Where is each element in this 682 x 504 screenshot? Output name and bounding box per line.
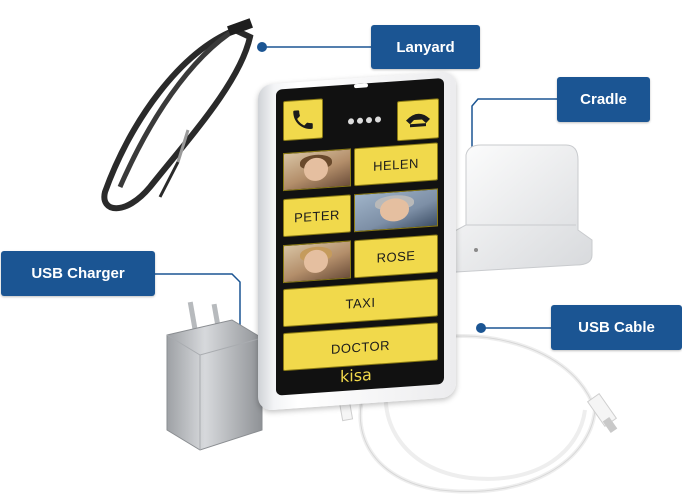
contact-label-taxi: TAXI bbox=[345, 294, 376, 312]
usb-cable-label-text: USB Cable bbox=[578, 319, 655, 336]
contact-button-doctor[interactable]: DOCTOR bbox=[283, 322, 438, 372]
contact-label-helen: HELEN bbox=[373, 155, 419, 174]
usb-charger-image bbox=[166, 301, 263, 451]
lanyard-connector-dot bbox=[257, 42, 267, 52]
contact-button-rose[interactable]: ROSE bbox=[354, 234, 438, 279]
call-button[interactable] bbox=[283, 98, 323, 142]
contact-label-rose: ROSE bbox=[376, 247, 416, 266]
phone-call-icon bbox=[293, 110, 313, 129]
contact-button-helen[interactable]: HELEN bbox=[354, 142, 438, 187]
phone-screen: HELEN PETER ROSE TAXI DOCTOR kisa bbox=[276, 77, 444, 396]
hangup-button[interactable] bbox=[397, 98, 439, 142]
speaker-grille bbox=[354, 83, 368, 89]
contact-photo-peter[interactable] bbox=[354, 188, 438, 233]
cradle-connector-line bbox=[471, 98, 557, 180]
brand-label: kisa bbox=[340, 364, 372, 387]
usb-charger-connector-line bbox=[155, 273, 241, 332]
lanyard-label-text: Lanyard bbox=[396, 38, 455, 56]
lanyard-label: Lanyard bbox=[371, 25, 480, 69]
usb-cable-image bbox=[336, 334, 618, 494]
usb-charger-label: USB Charger bbox=[1, 251, 155, 296]
contact-label-peter: PETER bbox=[294, 206, 340, 225]
usb-charger-label-text: USB Charger bbox=[31, 265, 125, 282]
kisa-logo: kisa bbox=[340, 365, 372, 386]
contact-button-peter[interactable]: PETER bbox=[283, 194, 351, 238]
phone-hangup-icon bbox=[406, 113, 430, 128]
contact-button-taxi[interactable]: TAXI bbox=[283, 278, 438, 328]
contact-photo-helen[interactable] bbox=[283, 148, 351, 192]
kisa-phone: HELEN PETER ROSE TAXI DOCTOR kisa bbox=[258, 71, 456, 411]
cradle-label: Cradle bbox=[557, 77, 650, 122]
contact-label-doctor: DOCTOR bbox=[330, 337, 391, 357]
page-indicator bbox=[348, 116, 381, 125]
usb-cable-connector-dot bbox=[476, 323, 486, 333]
usb-cable-label: USB Cable bbox=[551, 305, 682, 350]
contact-photo-rose[interactable] bbox=[283, 240, 351, 284]
cradle-image bbox=[437, 144, 593, 273]
lanyard-image bbox=[101, 18, 254, 212]
cradle-label-text: Cradle bbox=[580, 91, 627, 108]
